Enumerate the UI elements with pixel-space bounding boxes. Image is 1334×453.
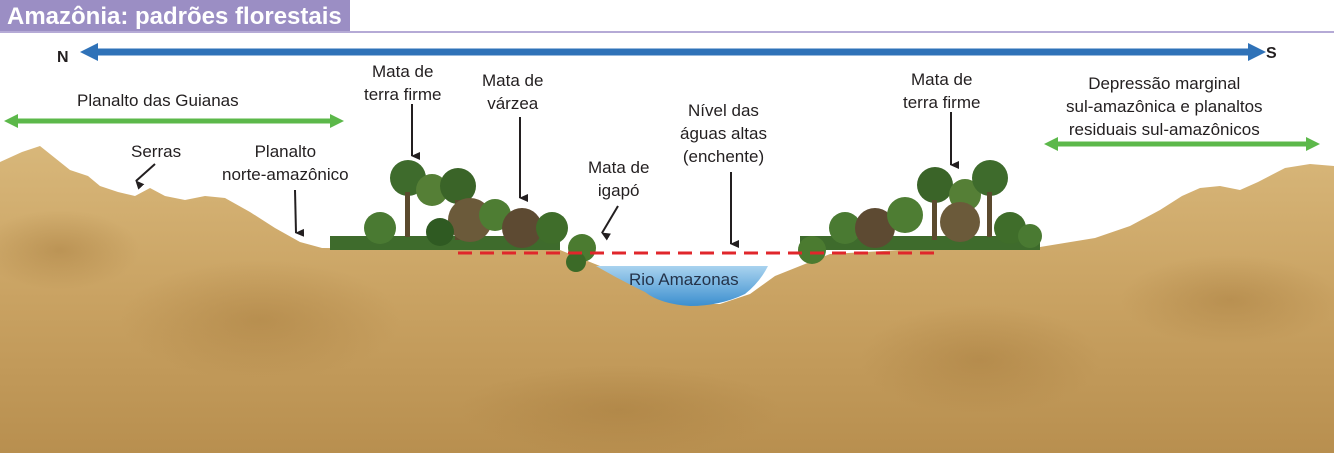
label-planalto-norte: Planalto norte-amazônico bbox=[222, 142, 349, 184]
forest-left bbox=[330, 160, 596, 272]
label-mata-terra-firme-right: Mata de terra firme bbox=[903, 70, 981, 112]
soil-texture bbox=[460, 365, 780, 453]
label-depressao: Depressão marginal sul-amazônica e plana… bbox=[1066, 74, 1263, 139]
label-rio-amazonas: Rio Amazonas bbox=[629, 270, 739, 289]
depressao-extent-arrow bbox=[1044, 137, 1320, 151]
igapo-arrow-icon bbox=[601, 205, 619, 241]
north-label: N bbox=[57, 49, 69, 66]
title-divider bbox=[0, 31, 1334, 33]
forest-right bbox=[798, 160, 1042, 264]
soil-texture bbox=[0, 210, 140, 290]
label-mata-varzea: Mata de várzea bbox=[482, 71, 544, 113]
soil-texture bbox=[860, 305, 1100, 415]
label-mata-terra-firme-left: Mata de terra firme bbox=[364, 62, 442, 104]
south-label: S bbox=[1266, 45, 1277, 62]
soil-texture bbox=[1120, 255, 1334, 345]
planalto-norte-arrow-icon bbox=[294, 189, 305, 237]
label-mata-igapo: Mata de igapó bbox=[588, 158, 650, 200]
serras-arrow-icon bbox=[135, 163, 156, 190]
diagram-title: Amazônia: padrões florestais bbox=[0, 0, 350, 33]
label-serras: Serras bbox=[131, 142, 182, 161]
north-south-arrow bbox=[80, 43, 1266, 61]
label-nivel-aguas: Nível das águas altas (enchente) bbox=[680, 101, 767, 166]
label-planalto-guianas: Planalto das Guianas bbox=[77, 91, 239, 110]
river-water bbox=[596, 266, 768, 306]
soil-texture bbox=[120, 260, 400, 380]
guianas-extent-arrow bbox=[4, 114, 344, 128]
